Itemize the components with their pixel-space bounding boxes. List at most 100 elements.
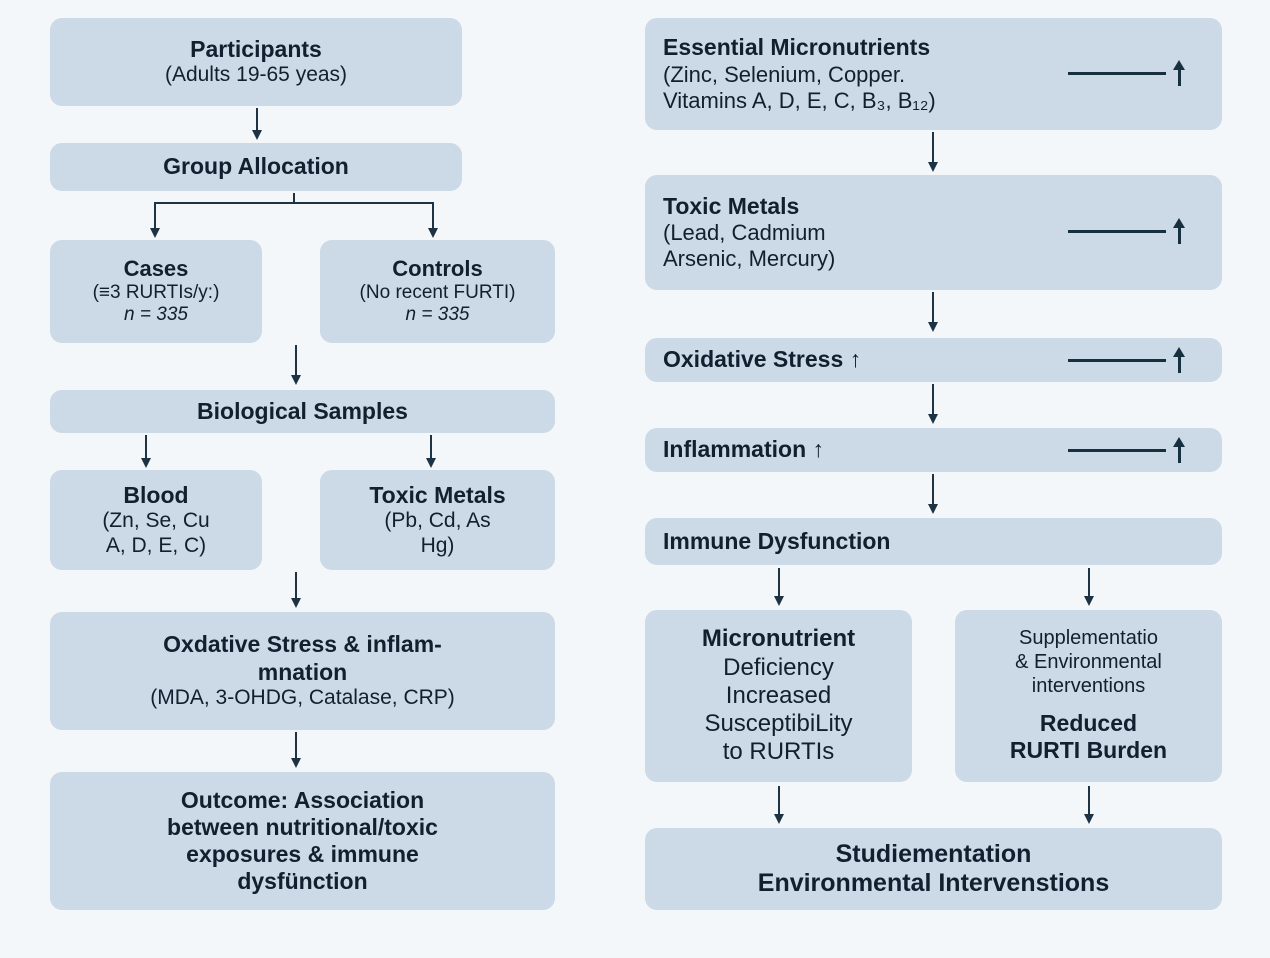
arrow-stem <box>295 572 297 600</box>
node-toxic-metals-sample-line-1: (Pb, Cd, As <box>384 508 491 532</box>
arrow-stem <box>1088 786 1090 816</box>
node-deficiency-line-4: to RURTIs <box>722 738 835 766</box>
node-toxic-metals: Toxic Metals (Lead, Cadmium Arsenic, Mer… <box>645 175 1222 290</box>
up-arrow-stem <box>1177 443 1181 463</box>
arrow-stem <box>932 132 934 164</box>
link-line-segment <box>1068 448 1166 452</box>
node-group-allocation: Group Allocation <box>50 143 462 191</box>
up-arrow-head <box>1173 437 1185 447</box>
link-arrow-micronutrients <box>1068 60 1186 86</box>
node-controls-line-0: Controls <box>392 256 483 282</box>
node-outcome-line-0: Outcome: Association <box>180 786 425 813</box>
node-supplementation-line-4: Reduced <box>1039 710 1138 737</box>
up-arrow-head <box>1173 347 1185 357</box>
link-arrow-inflammation <box>1068 437 1186 463</box>
link-line-segment <box>1068 358 1166 362</box>
node-supplementation-line-0: Supplementatio <box>1019 627 1158 650</box>
split-head-left <box>150 228 160 238</box>
arrow-head <box>252 130 262 140</box>
arrow-samples-to-blood <box>140 435 152 468</box>
node-oxidative-line-2: (MDA, 3-OHDG, Catalase, CRP) <box>150 685 455 709</box>
up-arrow-stem <box>1177 66 1181 86</box>
node-deficiency-line-0: Micronutrient <box>701 625 856 653</box>
node-participants: Participants (Adults 19-65 yeas) <box>50 18 462 106</box>
arrow-stem <box>778 786 780 816</box>
node-supplementation-line-1: & Environmental <box>1015 651 1162 674</box>
arrow-stem <box>256 108 258 132</box>
arrow-head <box>774 596 784 606</box>
node-blood-line-1: (Zn, Se, Cu <box>102 508 210 532</box>
arrow-stem <box>778 568 780 598</box>
split-drop-right <box>432 202 434 228</box>
node-study-line-0: Studiementation <box>835 839 1032 868</box>
up-arrow-icon <box>1172 60 1186 86</box>
arrow-immune-to-supplementation <box>1083 568 1095 606</box>
arrow-immune-to-micronutrient-deficiency <box>773 568 785 606</box>
arrow-stem <box>295 345 297 377</box>
arrow-head <box>141 458 151 468</box>
split-head-right <box>428 228 438 238</box>
node-supplementation-line-5: RURTI Burden <box>1009 737 1168 764</box>
up-arrow-stem <box>1177 224 1181 244</box>
node-toxic-metals-sample: Toxic Metals (Pb, Cd, As Hg) <box>320 470 555 570</box>
arrow-samples-to-toxic-metals <box>425 435 437 468</box>
split-drop-left <box>154 202 156 228</box>
node-study-line-1: Environmental Intervenstions <box>757 869 1110 897</box>
node-immune-dysfunction-label: Immune Dysfunction <box>663 527 891 554</box>
link-line-segment <box>1068 229 1166 233</box>
arrow-oxidative-to-outcome <box>290 732 302 768</box>
node-immune-dysfunction: Immune Dysfunction <box>645 518 1222 565</box>
arrow-stem <box>1088 568 1090 598</box>
node-deficiency-line-2: Increased <box>725 681 832 709</box>
arrow-stem <box>932 292 934 324</box>
arrow-stem <box>145 435 147 460</box>
node-oxidative-line-1: mnation <box>257 658 348 685</box>
node-blood-line-2: A, D, E, C) <box>105 533 207 557</box>
up-arrow-icon <box>1172 437 1186 463</box>
arrow-head <box>291 758 301 768</box>
arrow-head <box>426 458 436 468</box>
node-group-allocation-label: Group Allocation <box>163 153 349 180</box>
node-toxic-metals-sample-line-0: Toxic Metals <box>369 481 506 508</box>
node-inflammation-label: Inflammation ↑ <box>663 436 825 463</box>
node-toxic-metals-line-2: Arsenic, Mercury) <box>663 246 836 272</box>
node-participants-line-1: (Adults 19-65 yeas) <box>164 63 348 87</box>
node-blood: Blood (Zn, Se, Cu A, D, E, C) <box>50 470 262 570</box>
arrow-head <box>291 375 301 385</box>
arrow-micronutrients-to-toxic-metals <box>927 132 939 172</box>
node-controls: Controls (No recent FURTI) n = 335 <box>320 240 555 343</box>
arrow-cases-to-biological-samples <box>290 345 302 385</box>
node-controls-line-2: n = 335 <box>405 304 470 326</box>
node-micronutrients-line-1: (Zinc, Selenium, Copper. <box>663 61 906 87</box>
split-stem-up <box>293 193 295 203</box>
node-blood-line-0: Blood <box>123 481 189 508</box>
arrow-head <box>774 814 784 824</box>
up-arrow-icon <box>1172 347 1186 373</box>
node-toxic-metals-sample-line-2: Hg) <box>420 533 455 557</box>
node-micronutrients-line-0: Essential Micronutrients <box>663 34 931 61</box>
node-deficiency-line-1: Deficiency <box>723 653 834 681</box>
node-outcome-line-2: exposures & immune <box>186 841 419 867</box>
arrow-head <box>1084 814 1094 824</box>
arrow-blood-to-oxidative <box>290 572 302 608</box>
node-supplementation-line-2: interventions <box>1031 674 1146 697</box>
node-outcome-line-1: between nutritional/toxic <box>167 813 438 840</box>
arrow-head <box>928 414 938 424</box>
node-oxidative-stress-label: Oxidative Stress ↑ <box>663 346 862 373</box>
node-outcome: Outcome: Association between nutritional… <box>50 772 555 910</box>
arrow-toxic-metals-to-oxidative <box>927 292 939 332</box>
arrow-supplementation-to-study <box>1083 786 1095 824</box>
arrow-inflammation-to-immune <box>927 474 939 514</box>
node-oxidative-stress-inflammation: Oxdative Stress & inflam- mnation (MDA, … <box>50 612 555 730</box>
up-arrow-icon <box>1172 218 1186 244</box>
arrow-stem <box>932 384 934 416</box>
node-participants-line-0: Participants <box>190 36 322 63</box>
arrow-head <box>928 504 938 514</box>
arrow-head <box>928 162 938 172</box>
arrow-oxidative-to-inflammation <box>927 384 939 424</box>
arrow-participants-to-group <box>251 108 263 140</box>
node-outcome-line-3: dysfünction <box>237 868 368 895</box>
arrow-stem <box>430 435 432 460</box>
node-cases-line-0: Cases <box>123 256 189 282</box>
